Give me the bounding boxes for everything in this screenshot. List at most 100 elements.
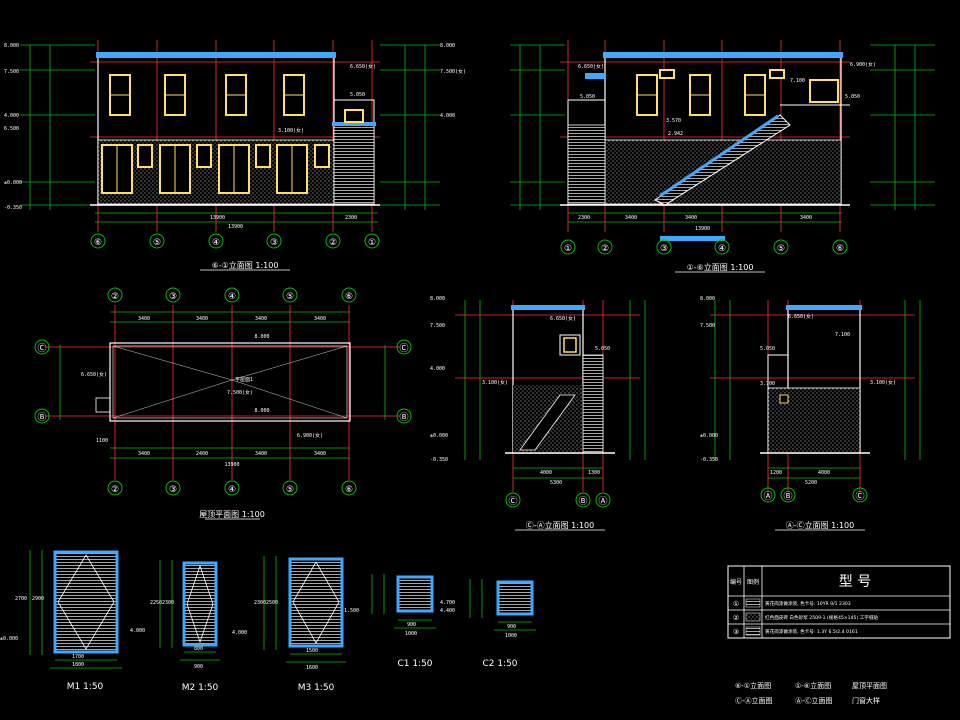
roof-dim-top-4: 3400	[314, 316, 326, 322]
ca-mark-1: 8.000	[430, 296, 445, 302]
roof-axis-bottom-2: ③	[169, 485, 177, 495]
front-elevation: ⑥ ⑤ ④ ③ ② ① 8.000 7.500 4.000 6.500 ±0.0…	[4, 40, 466, 271]
front-dim-1: 13900	[210, 215, 225, 221]
legend-row-2-no: ②	[733, 614, 739, 622]
detail-c1-title: C1 1:50	[397, 659, 432, 669]
front-axis-4: ③	[270, 238, 278, 248]
rear-dim-4: 13900	[695, 226, 710, 232]
contents-line1-3: 屋顶平面图	[852, 682, 887, 690]
legend-row-2-text: 红色面皮砖 白色砂浆 2509-1 (规格45×145) 工字缝贴	[765, 614, 878, 621]
front-dim-3: 13900	[228, 224, 243, 230]
roof-label-5: 平屋面1	[235, 377, 253, 383]
roof-axis-bottom-1: ②	[111, 485, 119, 495]
roof-dim-bottom-1: 3400	[138, 451, 150, 457]
m3-dim-5: 4.000	[232, 630, 247, 636]
roof-axis-bottom-3: ④	[228, 485, 236, 495]
ac-dim-3: 5200	[805, 480, 817, 486]
detail-m2-title: M2 1:50	[182, 683, 219, 693]
front-level-3: 4.000	[4, 113, 19, 119]
sheet-contents-list: ⑥-①立面图 ①-⑥立面图 屋顶平面图 Ⓒ-Ⓐ立面图 Ⓐ-Ⓒ立面图 门窗大样	[735, 681, 887, 705]
ac-mark-6: 3.700	[760, 381, 775, 387]
rear-axis-4: ④	[718, 244, 726, 254]
ac-mark-2: 7.500	[700, 323, 715, 329]
detail-c2-title: C2 1:50	[482, 659, 517, 669]
rear-axis-2: ②	[601, 244, 609, 254]
ca-axis-a: Ⓐ	[598, 496, 607, 507]
ca-dim-1: 4000	[540, 470, 552, 476]
front-level-6: -0.350	[4, 205, 22, 211]
roof-dim-top-2: 3400	[196, 316, 208, 322]
legend-row-1-no: ①	[733, 600, 739, 608]
material-legend-table: 编号 图例 型 号 ① ② ③ 黄花岗漆做涂装, 色卡号: 10YR 9/1 2…	[727, 565, 951, 639]
ac-mark-8: ±0.000	[700, 433, 718, 439]
ca-mark-4: 5.050	[595, 346, 610, 352]
rear-mark-4: 2.942	[668, 131, 683, 137]
ac-mark-3: 6.650(女)	[788, 313, 814, 320]
roof-plan: ② ③ ④ ⑤ ⑥ ② ③ ④ ⑤ ⑥ Ⓒ Ⓑ Ⓒ Ⓑ 3400 3400 34…	[34, 287, 412, 520]
legend-row-1-text: 黄花岗漆做涂装, 色卡号: 10YR 9/1 2303	[765, 600, 851, 607]
ac-axis-a: Ⓐ	[763, 491, 772, 502]
front-axis-1: ⑥	[94, 238, 102, 248]
m1-dim-2: 1800	[72, 662, 84, 668]
ac-mark-7: 3.100(女)	[870, 379, 896, 386]
ca-dim-2: 1300	[588, 470, 600, 476]
front-mark-4: 8.000	[440, 43, 455, 49]
roof-axis-side-b-right: Ⓑ	[399, 412, 408, 423]
rear-dim-1: 2300	[578, 215, 590, 221]
c2-dim-3: 4.700	[440, 600, 455, 606]
front-mark-1: 6.650(女)	[350, 63, 376, 70]
detail-m2: 2250 2300 800 900 4.000 M2 1:50	[130, 560, 220, 693]
ca-dim-3: 5300	[550, 480, 562, 486]
roof-plan-title: 屋顶平面图 1:100	[199, 510, 265, 519]
ca-axis-c: Ⓒ	[508, 496, 517, 507]
front-elevation-title: ⑥-①立面图 1:100	[212, 260, 279, 270]
front-axis-2: ⑤	[153, 238, 161, 248]
elevation-c-a: Ⓒ Ⓑ Ⓐ 8.000 7.500 6.650(女) 5.050 4.000 3…	[430, 296, 646, 531]
m1-dim-3: 2700	[15, 596, 27, 602]
elevation-c-a-title: Ⓒ-Ⓐ立面图 1:100	[526, 520, 594, 530]
ca-mark-8: -0.350	[430, 457, 448, 463]
m3-dim-2: 2500	[266, 600, 278, 606]
roof-axis-bottom-4: ⑤	[286, 485, 294, 495]
detail-c2: 900 1000 4.700 4.400 C2 1:50	[440, 579, 536, 669]
ac-dim-2: 4000	[818, 470, 830, 476]
roof-dim-bottom-2: 2400	[196, 451, 208, 457]
front-axis-3: ④	[212, 238, 220, 248]
rear-dim-2: 3400	[625, 215, 637, 221]
roof-dim-top-3: 3400	[255, 316, 267, 322]
m1-dim-1: 1700	[72, 654, 84, 660]
contents-line1-2: ①-⑥立面图	[795, 681, 831, 690]
rear-mark-6: 5.050	[845, 94, 860, 100]
c1-dim-3: 1.500	[344, 608, 359, 614]
rear-axis-1: ①	[564, 244, 572, 254]
c1-dim-1: 900	[407, 622, 416, 628]
m2-dim-2: 2300	[162, 600, 174, 606]
front-mark-3: 3.100(女)	[278, 127, 304, 134]
m2-dim-5: 4.000	[130, 628, 145, 634]
m2-dim-3: 800	[194, 646, 203, 652]
elevation-a-c: Ⓐ Ⓑ Ⓒ 8.000 7.500 6.650(女) 7.100 5.050 3…	[700, 296, 921, 531]
roof-label-1: 6.650(女)	[81, 371, 107, 378]
legend-header-no: 编号	[730, 578, 742, 586]
front-mark-2: 5.050	[350, 92, 365, 98]
rear-elevation: ① ② ③ ④ ⑤ ⑥ 6.650(女) 5.050 3.570 2.942 7…	[510, 40, 935, 273]
c2-dim-2: 1000	[505, 633, 517, 639]
contents-line2-3: 门窗大样	[852, 696, 880, 705]
legend-header-model: 型 号	[839, 574, 871, 590]
ca-mark-3: 6.650(女)	[550, 315, 576, 322]
roof-axis-side-b: Ⓑ	[37, 412, 46, 423]
roof-axis-top-3: ④	[228, 292, 236, 302]
roof-label-4: 8.000	[254, 408, 269, 414]
front-mark-5: 7.500(女)	[440, 68, 466, 75]
detail-m1-title: M1 1:50	[67, 682, 104, 692]
rear-axis-5: ⑤	[777, 244, 785, 254]
m2-dim-4: 900	[194, 664, 203, 670]
rear-elevation-title: ①-⑥立面图 1:100	[687, 262, 754, 272]
m1-dim-4: 2900	[32, 596, 44, 602]
roof-axis-top-1: ②	[111, 292, 119, 302]
ac-dim-1: 1200	[770, 470, 782, 476]
roof-axis-bottom-5: ⑥	[345, 485, 353, 495]
rear-mark-7: 6.900(女)	[850, 61, 876, 68]
front-level-2: 7.500	[4, 69, 19, 75]
